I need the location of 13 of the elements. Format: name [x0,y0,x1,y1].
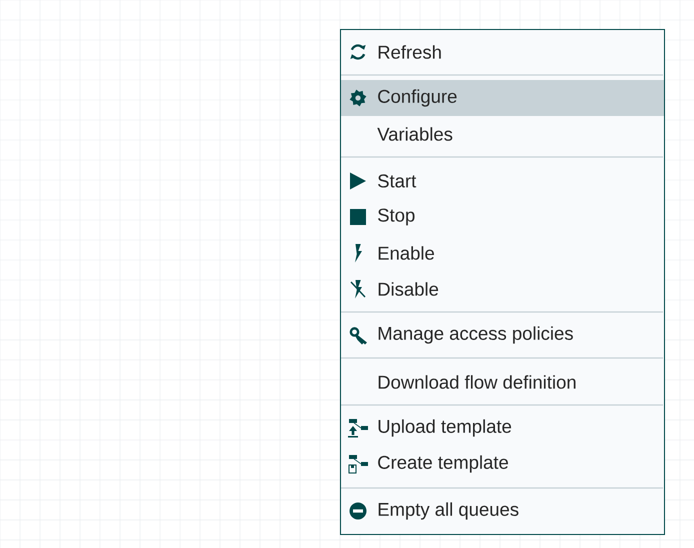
menu-item: Empty all queues [378,502,518,520]
menu-item: Upload template [378,419,512,437]
menu-item: Variables [377,127,452,141]
menu-item: Enable [378,246,434,260]
menu-item: Download flow definition [378,375,576,389]
menu-panel [340,29,665,535]
menu-item: Refresh [378,45,441,59]
menu-item: Disable [378,282,438,296]
menu-item: Configure [341,80,664,116]
menu-item: Manage access policies [378,326,573,344]
menu-item: Stop [378,208,414,226]
menu-item: Start [378,174,416,188]
menu-item: Create template [378,455,508,473]
